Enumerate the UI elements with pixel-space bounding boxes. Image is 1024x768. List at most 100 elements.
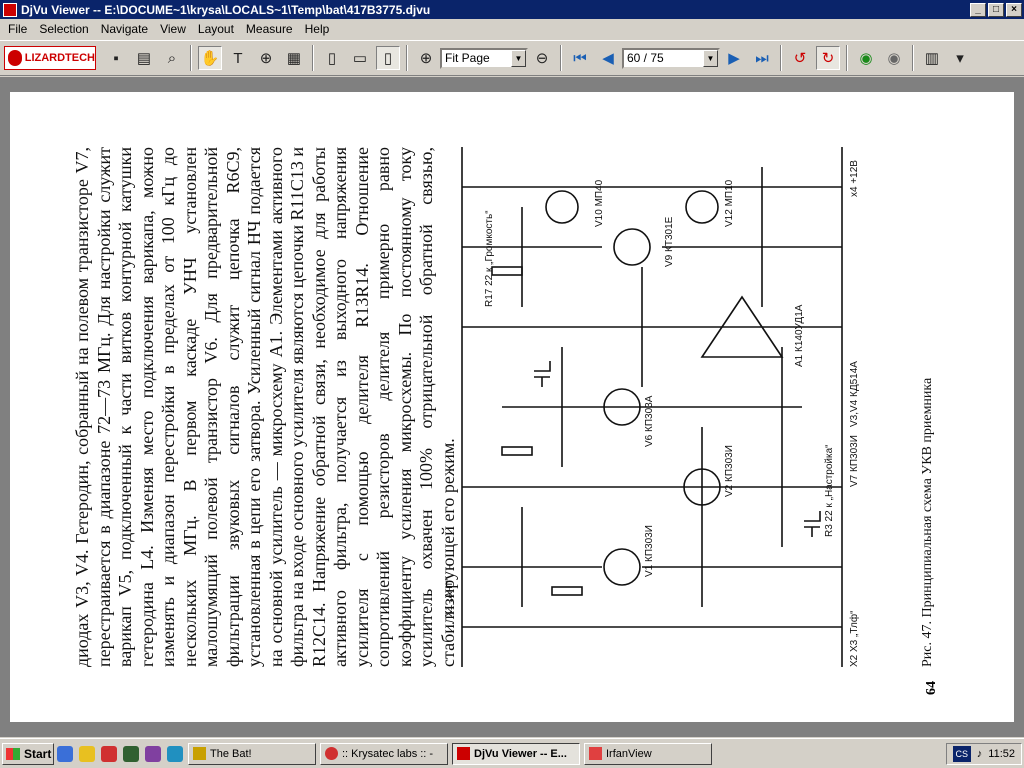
svg-text:R3 22 к „Настройка“: R3 22 к „Настройка“ (824, 444, 835, 537)
single-page-icon[interactable]: ▯ (327, 50, 337, 67)
quicklaunch-folder-icon[interactable] (79, 745, 95, 762)
minimize-button[interactable]: _ (970, 2, 986, 17)
task-label: IrfanView (606, 747, 652, 760)
circuit-schematic: X1 „Ант“ V1 КП303И V2 КП303И V6 КП303А A1 К… (444, 147, 860, 667)
lizardtech-logo[interactable]: LIZARDTECH (4, 46, 96, 70)
previous-page-icon[interactable]: ◀ (602, 50, 614, 67)
logo-text: LIZARDTECH (24, 52, 95, 64)
quicklaunch-media-icon[interactable] (145, 745, 161, 762)
svg-text:V1 КП303И: V1 КП303И (644, 525, 655, 577)
clock[interactable]: 11:52 (988, 747, 1015, 760)
fit-page-icon[interactable]: ▯ (376, 46, 400, 70)
start-label: Start (24, 746, 52, 761)
toolbar-separator (190, 45, 192, 71)
zoom-tool-icon[interactable]: ⊕ (259, 50, 273, 67)
document-page: диодах V3, V4. Гетеродин, собранный на п… (10, 92, 1014, 722)
zoom-in-icon[interactable]: ⊕ (419, 50, 433, 67)
svg-text:x4 +12В: x4 +12В (849, 160, 860, 197)
svg-text:A1 К140УД1А: A1 К140УД1А (794, 304, 805, 367)
toolbar-separator (780, 45, 782, 71)
menu-file[interactable]: File (8, 21, 28, 36)
next-page-icon[interactable]: ▶ (728, 50, 740, 67)
maximize-button[interactable]: □ (988, 2, 1004, 17)
toolbar: LIZARDTECH ▪ ▤ ⌕ ✋ T ⊕ ▦ ▯ ▭ ▯ ⊕ Fit Pag… (0, 40, 1024, 76)
page-select[interactable]: 60 / 75 ▼ (622, 47, 720, 69)
first-page-icon[interactable]: ⏮ (573, 49, 587, 67)
task-djvu-viewer[interactable]: DjVu Viewer -- E... (452, 742, 580, 765)
print-icon[interactable]: ▤ (136, 50, 152, 67)
book-icon[interactable]: ▥ (924, 50, 940, 67)
svg-text:V2 КП303И: V2 КП303И (724, 445, 735, 497)
continuous-icon[interactable]: ▭ (352, 50, 368, 67)
taskbar: Start The Bat! :: Krysatec labs :: - DjV… (0, 738, 1024, 768)
page-value: 60 / 75 (627, 51, 664, 65)
document-viewer[interactable]: диодах V3, V4. Гетеродин, собранный на п… (0, 77, 1024, 737)
zoom-value: Fit Page (445, 51, 490, 65)
task-irfanview[interactable]: IrfanView (584, 742, 712, 765)
toolbar-separator (912, 45, 914, 71)
svg-text:V3,V4 КД514А: V3,V4 КД514А (849, 361, 860, 427)
menu-measure[interactable]: Measure (245, 21, 293, 36)
bat-icon (193, 747, 206, 760)
chevron-down-icon[interactable]: ▼ (703, 49, 718, 67)
irfanview-icon (589, 747, 602, 760)
start-button[interactable]: Start (2, 742, 54, 765)
menu-navigate[interactable]: Navigate (100, 21, 149, 36)
window-title: DjVu Viewer -- E:\DOCUME~1\krysa\LOCALS~… (21, 2, 431, 17)
speaker-icon[interactable]: ♪ (976, 747, 983, 760)
svg-text:X2 X3 „Тлф“: X2 X3 „Тлф“ (848, 611, 860, 667)
hand-tool-icon[interactable]: ✋ (198, 46, 222, 70)
svg-text:V10 МП40: V10 МП40 (594, 179, 605, 227)
toolbar-separator (312, 45, 314, 71)
windows-flag-icon (6, 747, 20, 760)
toolbar-separator (560, 45, 562, 71)
help-icon[interactable]: ▾ (956, 50, 964, 67)
rotate-right-icon[interactable]: ↻ (816, 46, 840, 70)
close-button[interactable]: × (1006, 2, 1022, 17)
quicklaunch-opera-icon[interactable] (101, 745, 117, 762)
save-icon[interactable]: ▪ (113, 49, 119, 67)
last-page-icon[interactable]: ⏭ (755, 49, 769, 67)
title-bar: DjVu Viewer -- E:\DOCUME~1\krysa\LOCALS~… (0, 0, 1024, 19)
svg-text:V12 МП10: V12 МП10 (724, 179, 735, 227)
opera-icon (325, 747, 338, 760)
zoom-select[interactable]: Fit Page ▼ (440, 47, 528, 69)
back-icon[interactable]: ◉ (859, 50, 873, 67)
djvu-app-icon (3, 2, 17, 17)
lizard-icon (8, 50, 22, 66)
svg-text:V7 КП303И: V7 КП303И (849, 435, 860, 487)
figure-caption: Рис. 47. Принципиальная схема УКВ приемн… (920, 377, 935, 667)
rotate-left-icon[interactable]: ↺ (793, 50, 807, 67)
system-tray: CS ♪ 11:52 (945, 742, 1022, 765)
magnifier-icon[interactable]: ▦ (286, 50, 302, 67)
menu-help[interactable]: Help (304, 21, 330, 36)
svg-text:X1 „Ант“: X1 „Ант“ (444, 579, 455, 617)
task-krysatec[interactable]: :: Krysatec labs :: - (320, 742, 448, 765)
menu-bar: File Selection Navigate View Layout Meas… (0, 19, 1024, 38)
menu-view[interactable]: View (160, 21, 186, 36)
toolbar-separator (406, 45, 408, 71)
rotated-page-content: диодах V3, V4. Гетеродин, собранный на п… (52, 107, 952, 707)
text-select-icon[interactable]: T (233, 49, 243, 67)
find-icon[interactable]: ⌕ (167, 49, 177, 67)
language-indicator[interactable]: CS (952, 745, 971, 762)
chevron-down-icon[interactable]: ▼ (511, 49, 526, 67)
quicklaunch-ie-icon[interactable] (167, 745, 183, 762)
menu-selection[interactable]: Selection (39, 21, 89, 36)
page-number: 64 (924, 681, 939, 695)
forward-icon[interactable]: ◉ (887, 50, 901, 67)
svg-text:R17 22 к „Громкость“: R17 22 к „Громкость“ (484, 210, 495, 307)
zoom-out-icon[interactable]: ⊖ (535, 50, 549, 67)
quicklaunch-app-icon[interactable] (123, 745, 139, 762)
quicklaunch-browser-icon[interactable] (57, 745, 73, 762)
menu-layout[interactable]: Layout (197, 21, 234, 36)
task-label: DjVu Viewer -- E... (474, 747, 567, 760)
svg-text:V6 КП303А: V6 КП303А (644, 395, 655, 447)
task-the-bat[interactable]: The Bat! (188, 742, 316, 765)
page-body-text: диодах V3, V4. Гетеродин, собранный на п… (72, 147, 458, 667)
task-label: The Bat! (210, 747, 252, 760)
toolbar-separator (846, 45, 848, 71)
djvu-icon (457, 747, 470, 760)
task-label: :: Krysatec labs :: - (342, 747, 434, 760)
svg-text:V9 КТ301Е: V9 КТ301Е (664, 216, 675, 267)
